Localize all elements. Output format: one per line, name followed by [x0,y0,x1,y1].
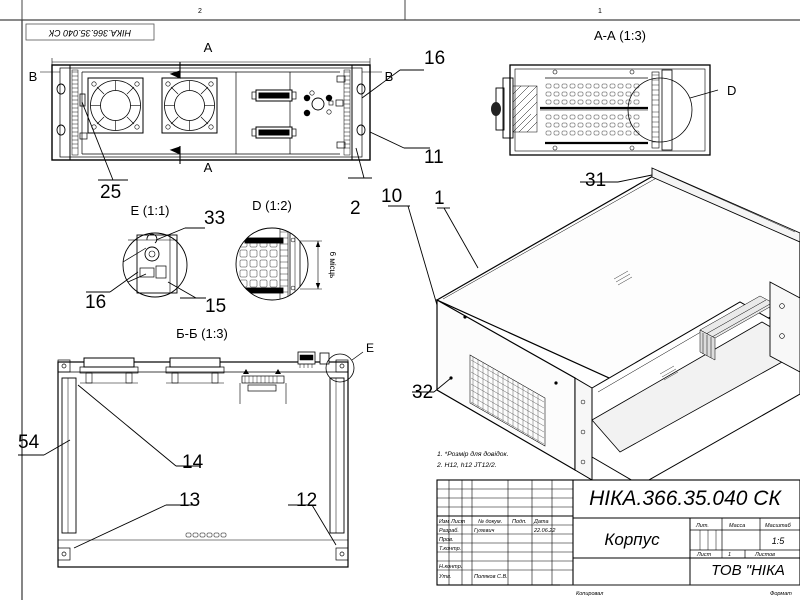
callout-25: 25 [100,182,121,203]
row-name-0: Гулевич [474,528,495,534]
callout-14: 14 [182,452,204,473]
fan-module-bb-2 [165,357,225,384]
bottom-vents [185,532,227,538]
col-header-podp: Подп. [512,519,527,525]
col-header-data: Дата [533,519,549,525]
callout-31: 31 [585,170,606,191]
mass-label: Масса [729,523,745,529]
section-bb-view [57,351,364,568]
col-header-list: Лист [450,519,466,525]
detail-d-dimension: 6 місць [328,252,337,279]
front-view [51,64,371,161]
middle-bracket [239,369,287,404]
row-role-0: Разраб. [439,528,459,534]
pcb-component [297,351,330,368]
callout-2: 2 [350,198,361,219]
row-role-1: Пров. [439,537,454,543]
row-role-2: Т.контр. [439,546,461,552]
detail-mark-d: D [727,83,736,98]
connector-lower [251,126,297,139]
section-mark-b-right: B [385,69,394,84]
corner-designation-box: НІКА.366.35.040 СК [25,23,155,41]
scale-value: 1:5 [772,536,786,546]
section-bb-label: Б-Б (1:3) [176,326,228,341]
detail-d-view [235,227,322,301]
callout-11: 11 [424,147,444,168]
isometric-leaders [388,174,653,393]
copied-label: Копировал [576,591,603,597]
sheet-label: Лист [696,552,712,558]
title-block [436,479,800,586]
section-mark-a-top: A [204,40,213,55]
callout-12: 12 [296,490,317,511]
bracket-items [79,75,346,149]
detail-e-view [122,232,188,298]
latch-right [328,99,344,107]
callout-13: 13 [179,490,200,511]
hole-pattern [303,90,333,117]
technical-note-2: 2. H12, h12 JT12/2. [436,462,497,469]
zone-marker-1: 1 [598,8,602,15]
fan-unit-left [87,77,144,134]
sheet-value: 1 [728,552,731,558]
section-mark-a-bottom: A [204,160,213,175]
scale-label: Масштаб [765,523,792,529]
lit-label: Лит. [695,523,709,529]
front-view-leaders [81,69,430,181]
callout-10: 10 [381,186,402,207]
callout-15: 15 [205,296,226,317]
corner-designation-text: НІКА.366.35.040 СК [48,28,131,38]
fan-module-bb-1 [79,357,139,384]
section-mark-b-left: B [29,69,38,84]
callout-54: 54 [18,432,40,453]
detail-e-leaders [86,227,206,299]
callout-16-front: 16 [424,48,445,69]
section-aa-label: А-А (1:3) [594,28,646,43]
col-header-doc: № докум. [478,519,502,525]
col-header-izm: Изм [439,519,449,525]
detail-e-label: Е (1:1) [130,203,169,218]
zone-marker-2: 2 [198,8,202,15]
callout-16-detail: 16 [85,292,106,313]
sheets-label: Листов [754,552,775,558]
section-aa-view [491,64,719,156]
organization-text: ТОВ "НІКА [711,562,785,579]
part-name-text: Корпус [604,530,660,549]
row-date-0: 22.06.22 [533,528,555,534]
technical-note-1: 1. *Розмір для довідок. [437,450,509,458]
fan-unit-right [161,77,218,134]
connector-upper [251,89,297,102]
row-role-4: Н.контр. [439,564,462,570]
detail-d-label: D (1:2) [252,198,292,213]
isometric-view [435,167,800,486]
section-bb-leaders [18,384,337,549]
callout-33: 33 [204,208,225,229]
section-marks [169,62,181,164]
detail-mark-e-bb: Е [366,341,374,355]
callout-1: 1 [434,188,445,209]
front-view-dimension-lines [40,58,382,73]
row-name-5: Поляков С.В. [474,574,508,580]
callout-32: 32 [412,382,433,403]
designation-text: НІКА.366.35.040 СК [589,487,782,510]
format-label: Формат [770,591,792,597]
row-role-5: Утв. [438,574,452,580]
